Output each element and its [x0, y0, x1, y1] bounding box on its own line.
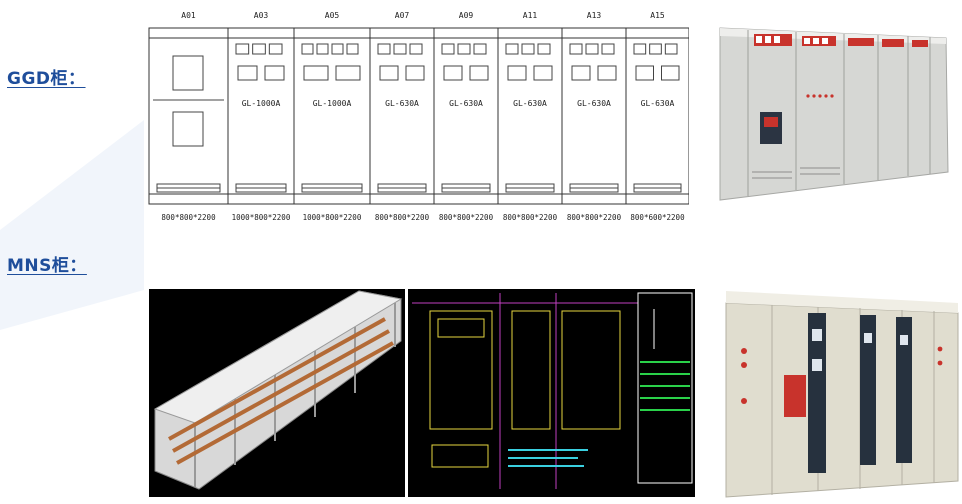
ggd-cabinet: A03 1000*800*2200 GL-1000A	[227, 11, 295, 222]
cabinet-dimension-label: 800*600*2200	[630, 213, 685, 222]
ggd-cabinet: A09 800*800*2200 GL-630A	[433, 11, 499, 222]
cabinet-id-label: A09	[459, 11, 474, 20]
mns-cabinet-photo	[724, 289, 960, 499]
ggd-cabinet: A11 800*800*2200 GL-630A	[497, 11, 563, 222]
cabinet-model-label: GL-630A	[577, 99, 611, 108]
cabinet-dimension-label: 800*800*2200	[439, 213, 494, 222]
cabinet-model-label: GL-1000A	[242, 99, 281, 108]
cabinet-id-label: A01	[181, 11, 196, 20]
cabinet-model-label: GL-1000A	[313, 99, 352, 108]
cabinet-id-label: A11	[523, 11, 538, 20]
cabinet-id-label: A03	[254, 11, 269, 20]
cabinet-dimension-label: 800*800*2200	[503, 213, 558, 222]
ggd-cabinet: A01 800*800*2200	[148, 11, 229, 222]
cabinet-id-label: A07	[395, 11, 410, 20]
cabinet-id-label: A13	[587, 11, 602, 20]
ggd-cabinet: A15 800*600*2200 GL-630A	[625, 11, 689, 222]
cabinet-dimension-label: 800*800*2200	[567, 213, 622, 222]
cabinet-model-label: GL-630A	[385, 99, 419, 108]
cabinet-dimension-label: 1000*800*2200	[303, 213, 362, 222]
ggd-cabinet: A05 1000*800*2200 GL-1000A	[293, 11, 371, 222]
ggd-cabinet-photo	[716, 22, 958, 204]
cabinet-dimension-label: 800*800*2200	[161, 213, 216, 222]
mns-cad-drawing	[408, 289, 695, 497]
ggd-heading: GGD柜：	[7, 69, 86, 89]
cabinet-model-label: GL-630A	[449, 99, 483, 108]
cabinet-dimension-label: 1000*800*2200	[232, 213, 291, 222]
ggd-cabinet: A07 800*800*2200 GL-630A	[369, 11, 435, 222]
mns-heading: MNS柜：	[7, 256, 87, 276]
cabinet-dimension-label: 800*800*2200	[375, 213, 430, 222]
cabinet-model-label: GL-630A	[641, 99, 675, 108]
cabinet-id-label: A05	[325, 11, 340, 20]
mns-3d-frame-render	[149, 289, 405, 497]
ggd-cabinet: A13 800*800*2200 GL-630A	[561, 11, 627, 222]
cabinet-model-label: GL-630A	[513, 99, 547, 108]
cabinet-id-label: A15	[650, 11, 665, 20]
